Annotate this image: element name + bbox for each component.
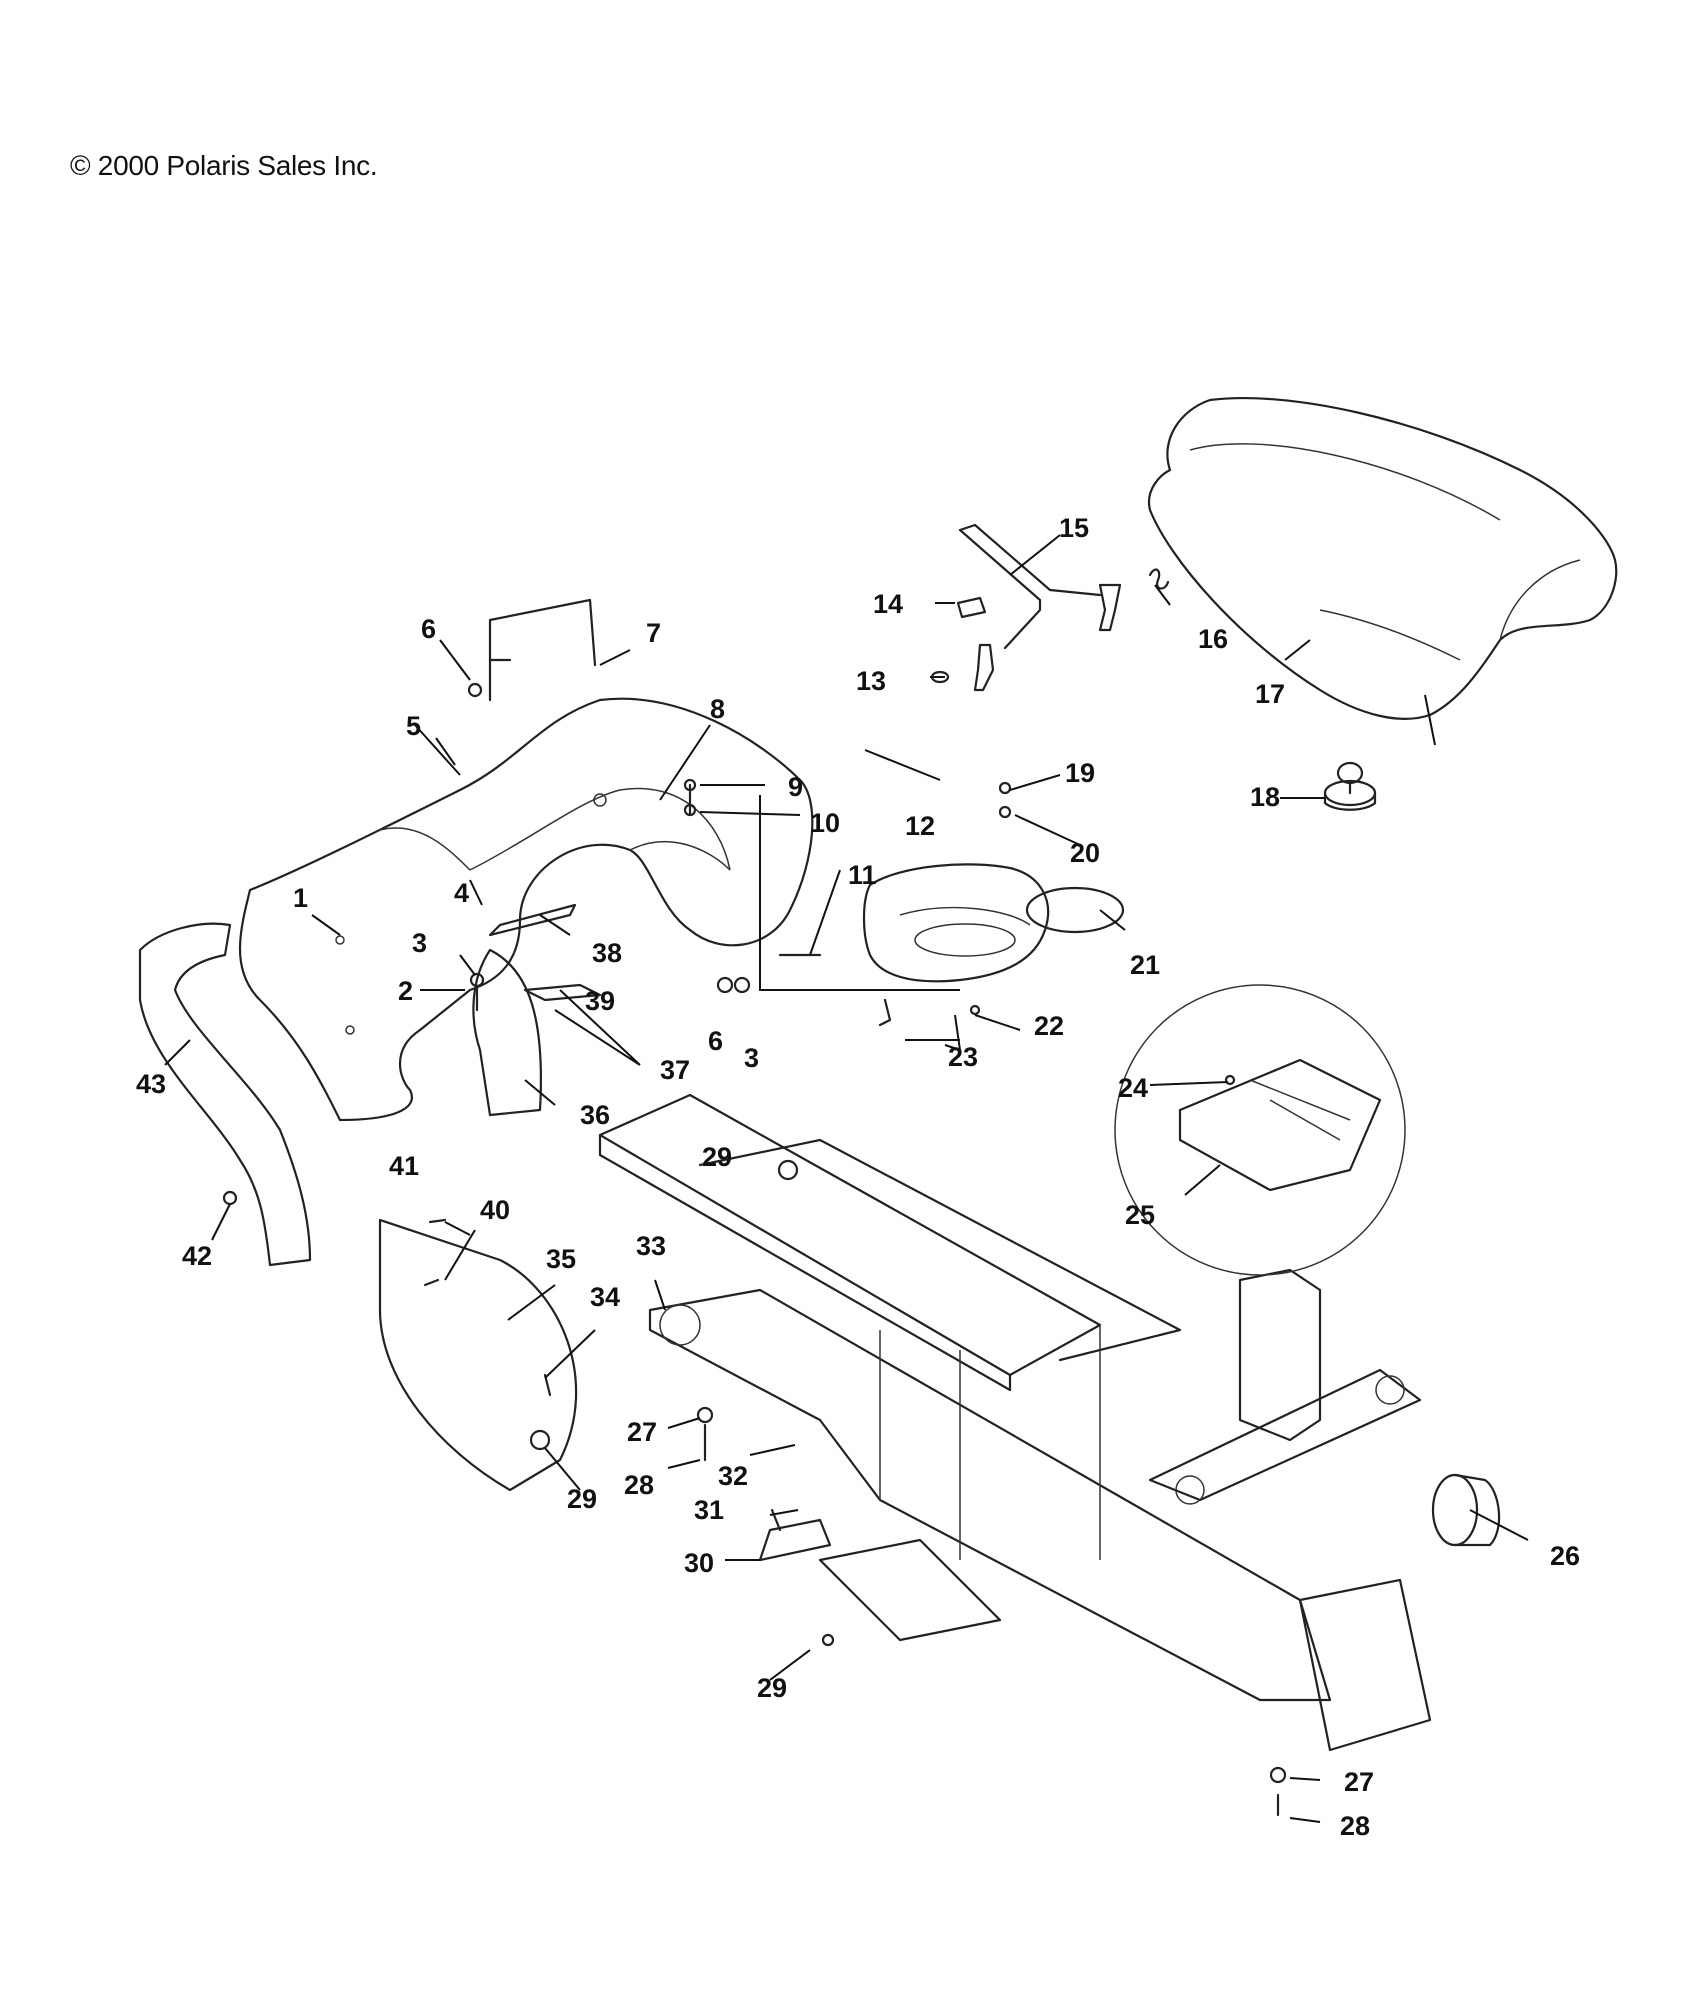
callout-labels: 1 2 3 3 4 5 6 6 7 8 9 10 11 12 13 14 15 … — [136, 513, 1580, 1841]
callout-6: 6 — [708, 1026, 723, 1056]
callout-25: 25 — [1125, 1200, 1155, 1230]
callout-34: 34 — [590, 1282, 620, 1312]
callout-3: 3 — [744, 1043, 759, 1073]
footrest-part — [758, 1518, 832, 1562]
main-frame-part — [598, 1093, 1432, 1752]
callout-26: 26 — [1550, 1541, 1580, 1571]
callout-16: 16 — [1198, 624, 1228, 654]
callout-17: 17 — [1255, 679, 1285, 709]
callout-31: 31 — [694, 1495, 724, 1525]
callout-27: 27 — [627, 1417, 657, 1447]
seat-bumper-part — [1323, 761, 1377, 811]
fastener-hardware — [222, 682, 1287, 1817]
inner-fender-part — [472, 948, 543, 1117]
callout-28: 28 — [624, 1470, 654, 1500]
callout-3: 3 — [412, 928, 427, 958]
fender-brackets — [488, 903, 602, 1002]
callout-35: 35 — [546, 1244, 576, 1274]
tail-light-part — [1431, 1473, 1501, 1547]
seat-latch-assembly — [930, 523, 1170, 692]
callout-23: 23 — [948, 1042, 978, 1072]
callout-12: 12 — [905, 811, 935, 841]
callout-24: 24 — [1118, 1073, 1148, 1103]
callout-9: 9 — [788, 772, 803, 802]
callout-11: 11 — [848, 860, 877, 890]
callout-8: 8 — [710, 694, 725, 724]
footwell-guard-part — [378, 1218, 578, 1492]
callout-29: 29 — [567, 1484, 597, 1514]
detail-inset — [1114, 984, 1406, 1276]
fender-brace-part — [488, 598, 597, 702]
seat-part — [1147, 397, 1618, 720]
callout-28: 28 — [1340, 1811, 1370, 1841]
callout-27: 27 — [1344, 1767, 1374, 1797]
callout-21: 21 — [1130, 950, 1160, 980]
callout-6: 6 — [421, 614, 436, 644]
callout-18: 18 — [1250, 782, 1280, 812]
callout-29: 29 — [702, 1142, 732, 1172]
callout-41: 41 — [389, 1151, 419, 1181]
callout-33: 33 — [636, 1231, 666, 1261]
callout-39: 39 — [585, 986, 615, 1016]
callout-40: 40 — [480, 1195, 510, 1225]
callout-15: 15 — [1059, 513, 1089, 543]
callout-42: 42 — [182, 1241, 212, 1271]
callout-22: 22 — [1034, 1011, 1064, 1041]
callout-13: 13 — [856, 666, 886, 696]
callout-1: 1 — [293, 883, 308, 913]
callout-7: 7 — [646, 618, 661, 648]
callout-4: 4 — [454, 878, 469, 908]
storage-seal-part — [1025, 886, 1125, 934]
rear-fender-part — [238, 697, 814, 1122]
callout-37: 37 — [660, 1055, 690, 1085]
callout-29: 29 — [757, 1673, 787, 1703]
callout-10: 10 — [810, 808, 840, 838]
callout-20: 20 — [1070, 838, 1100, 868]
callout-2: 2 — [398, 976, 413, 1006]
callout-5: 5 — [406, 711, 421, 741]
storage-box-part — [862, 863, 1050, 983]
callout-38: 38 — [592, 938, 622, 968]
leader-lines — [164, 535, 1529, 1823]
callout-36: 36 — [580, 1100, 610, 1130]
copyright-notice: © 2000 Polaris Sales Inc. — [70, 150, 378, 181]
callout-43: 43 — [136, 1069, 166, 1099]
fender-flap-part — [138, 922, 312, 1267]
callout-30: 30 — [684, 1548, 714, 1578]
callout-19: 19 — [1065, 758, 1095, 788]
callout-14: 14 — [873, 589, 903, 619]
callout-32: 32 — [718, 1461, 748, 1491]
